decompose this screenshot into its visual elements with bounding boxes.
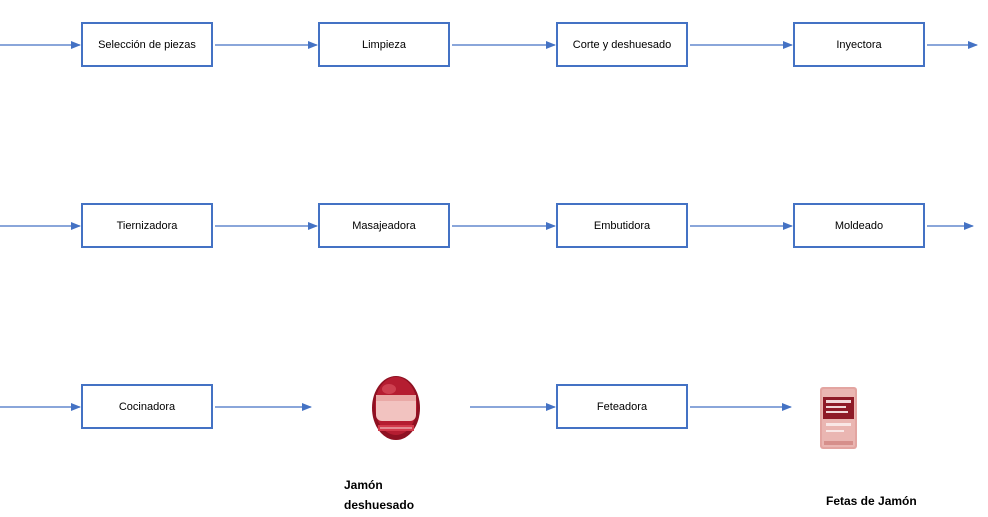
step-seleccion-de-piezas: Selección de piezas — [81, 22, 213, 67]
step-label: Corte y deshuesado — [572, 38, 672, 51]
step-limpieza: Limpieza — [318, 22, 450, 67]
flow-arrows — [0, 41, 978, 411]
step-moldeado: Moldeado — [793, 203, 925, 248]
step-label: Moldeado — [834, 219, 884, 232]
step-label: Selección de piezas — [98, 38, 196, 51]
step-label: Masajeadora — [352, 219, 416, 232]
step-label: Cocinadora — [118, 400, 176, 413]
ham-label-line2: deshuesado — [344, 498, 415, 512]
slices-label: Fetas de Jamón — [826, 494, 917, 508]
step-label: Limpieza — [361, 38, 407, 51]
step-feteadora: Feteadora — [556, 384, 688, 429]
step-tiernizadora: Tiernizadora — [81, 203, 213, 248]
step-masajeadora: Masajeadora — [318, 203, 450, 248]
step-label: Embutidora — [593, 219, 651, 232]
step-label: Inyectora — [836, 38, 882, 51]
step-corte-y-deshuesado: Corte y deshuesado — [556, 22, 688, 67]
step-inyectora: Inyectora — [793, 22, 925, 67]
ham-slices-package-icon — [820, 387, 857, 449]
step-label: Feteadora — [596, 400, 648, 413]
ham-label: Jamón deshuesado — [344, 475, 414, 515]
step-cocinadora: Cocinadora — [81, 384, 213, 429]
step-label: Tiernizadora — [116, 219, 178, 232]
ham-label-line1: Jamón — [344, 478, 383, 492]
ham-icon — [372, 376, 420, 440]
step-embutidora: Embutidora — [556, 203, 688, 248]
